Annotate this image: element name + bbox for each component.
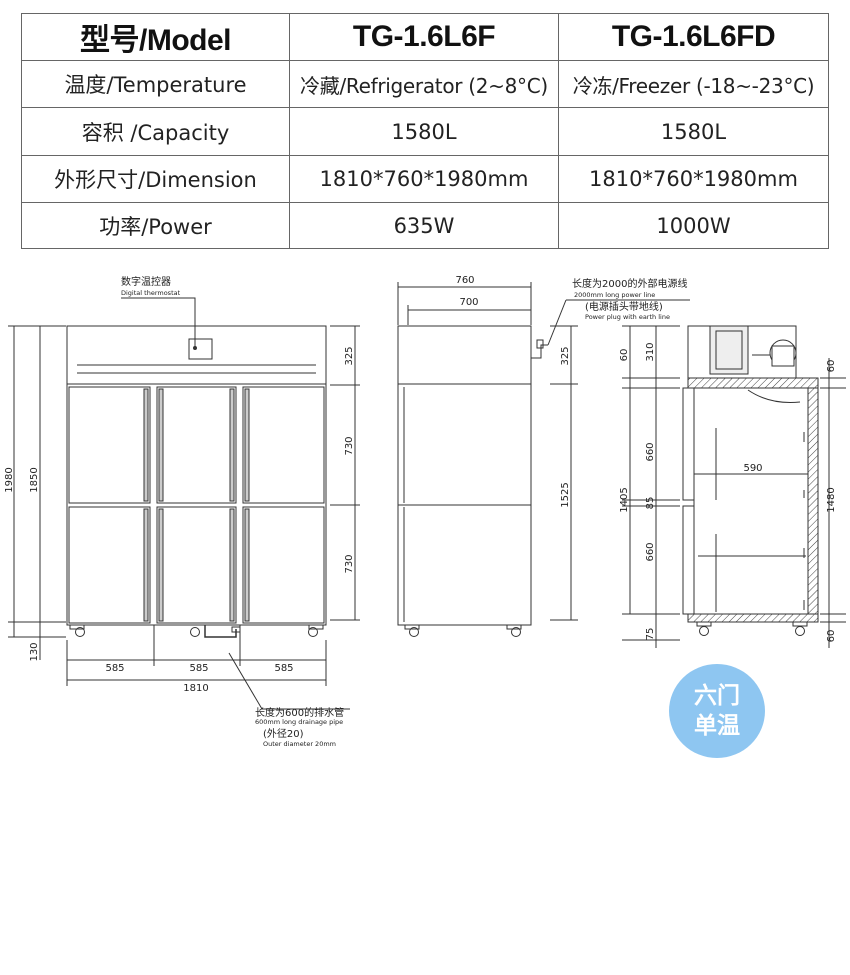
dim-585: 585 xyxy=(105,663,124,674)
caster-wheel xyxy=(795,626,805,636)
cable-label-en: 2000mm long power line xyxy=(574,291,655,299)
header-model-label: 型号/Model xyxy=(21,13,290,61)
insulation-top xyxy=(687,377,819,389)
door xyxy=(156,386,237,504)
header-model-a: TG-1.6L6F xyxy=(289,13,559,61)
drain-diameter-cn: (外径20) xyxy=(263,727,304,740)
door-handle xyxy=(143,388,149,502)
spec-row-power: 功率/Power 635W 1000W xyxy=(21,202,829,249)
dim-760: 760 xyxy=(455,275,474,286)
insulation-bottom xyxy=(687,613,819,623)
row-label: 功率/Power xyxy=(21,202,290,249)
drain-label-en: 600mm long drainage pipe xyxy=(255,718,343,726)
row-value-a: 635W xyxy=(289,202,559,249)
row-value-b: 1000W xyxy=(558,202,829,249)
dim-730: 730 xyxy=(344,436,355,455)
row-value-b: 冷冻/Freezer (-18~-23°C) xyxy=(558,60,829,108)
spec-header-row: 型号/Model TG-1.6L6F TG-1.6L6FD xyxy=(21,13,829,61)
door-handle xyxy=(244,388,250,502)
caster-wheel xyxy=(409,627,419,637)
thermostat-label-en: Digital thermostat xyxy=(121,289,181,297)
dim-585: 585 xyxy=(274,663,293,674)
dim-660: 660 xyxy=(645,442,656,461)
plug-label-cn: (电源插头带地线) xyxy=(585,300,663,313)
dim-60: 60 xyxy=(619,349,630,362)
dim-1810: 1810 xyxy=(183,683,208,694)
caster-wheel xyxy=(308,627,318,637)
caster-wheel xyxy=(190,627,200,637)
section-view xyxy=(622,325,846,648)
thermostat-label-cn: 数字温控器 xyxy=(121,275,171,288)
row-value-b: 1810*760*1980mm xyxy=(558,155,829,203)
side-view xyxy=(397,282,690,637)
door-handle xyxy=(143,508,149,622)
caster-wheel xyxy=(511,627,521,637)
drain-diameter-en: Outer diameter 20mm xyxy=(263,740,336,748)
door xyxy=(156,506,237,624)
dim-1980: 1980 xyxy=(4,467,15,492)
dim-60: 60 xyxy=(826,630,837,643)
cable-label-cn: 长度为2000的外部电源线 xyxy=(572,277,687,290)
dim-730: 730 xyxy=(344,554,355,573)
dim-85: 85 xyxy=(645,497,656,510)
dim-75: 75 xyxy=(645,628,656,641)
door xyxy=(242,506,325,624)
door xyxy=(68,386,151,504)
dim-1850: 1850 xyxy=(29,467,40,492)
six-door-single-temp-badge: 六门 单温 xyxy=(669,664,765,758)
dim-585: 585 xyxy=(189,663,208,674)
spec-table: 型号/Model TG-1.6L6F TG-1.6L6FD 温度/Tempera… xyxy=(21,13,829,249)
drain-label-cn: 长度为600的排水管 xyxy=(255,706,344,719)
door xyxy=(242,386,325,504)
header-model-b: TG-1.6L6FD xyxy=(558,13,829,61)
dim-660: 660 xyxy=(645,542,656,561)
spec-row-dimension: 外形尺寸/Dimension 1810*760*1980mm 1810*760*… xyxy=(21,155,829,203)
insulation-back xyxy=(807,387,819,615)
thermostat-box xyxy=(188,338,213,360)
dim-325: 325 xyxy=(560,346,571,365)
dim-1480: 1480 xyxy=(826,487,837,512)
door xyxy=(68,506,151,624)
dim-130: 130 xyxy=(29,642,40,661)
door-handle xyxy=(229,388,235,502)
dim-1405: 1405 xyxy=(619,487,630,512)
dim-310: 310 xyxy=(645,342,656,361)
row-label: 外形尺寸/Dimension xyxy=(21,155,290,203)
dim-60: 60 xyxy=(826,360,837,373)
dim-1525: 1525 xyxy=(560,482,571,507)
badge-line-2: 单温 xyxy=(694,713,740,739)
side-outline xyxy=(397,325,532,626)
cabinet-outline xyxy=(66,325,327,626)
dim-700: 700 xyxy=(459,297,478,308)
plug-label-en: Power plug with earth line xyxy=(585,313,670,321)
caster-wheel xyxy=(699,626,709,636)
door-handle xyxy=(229,508,235,622)
dim-325: 325 xyxy=(344,346,355,365)
front-view xyxy=(8,297,360,710)
dim-590: 590 xyxy=(743,463,762,474)
row-value-a: 1810*760*1980mm xyxy=(289,155,559,203)
caster-wheel xyxy=(75,627,85,637)
door-handle xyxy=(158,508,164,622)
door-handle xyxy=(244,508,250,622)
door-handle xyxy=(158,388,164,502)
badge-line-1: 六门 xyxy=(694,683,740,709)
